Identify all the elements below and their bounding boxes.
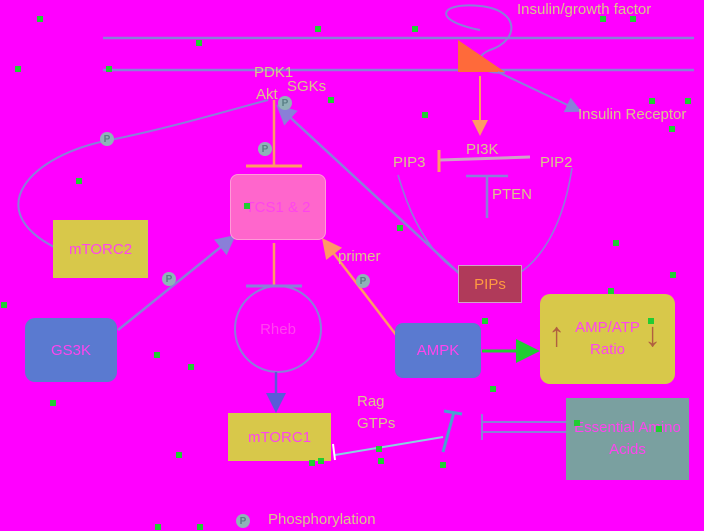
- rheb-circle: [234, 285, 322, 373]
- mtorc1-receiving-bar: [332, 443, 336, 461]
- primer-label: primer: [338, 248, 381, 265]
- green-dot: [176, 452, 182, 458]
- green-dot: [188, 364, 194, 370]
- green-dot: [608, 288, 614, 294]
- akt-label: Akt: [256, 86, 278, 103]
- pten-label: PTEN: [492, 186, 533, 203]
- green-dot: [1, 302, 7, 308]
- sgks-label: SGKs: [287, 78, 327, 95]
- green-dot: [50, 400, 56, 406]
- pip3-label: PIP3: [393, 154, 426, 171]
- ratio-down-arrow-icon: ↓: [644, 316, 661, 354]
- phospho-legend-icon-label: P: [239, 515, 247, 527]
- green-dot: [669, 126, 675, 132]
- green-dot: [574, 420, 580, 426]
- phospho-badge-ampk-label: P: [359, 275, 367, 287]
- green-dot: [106, 66, 112, 72]
- pips-node: PIPs: [458, 265, 522, 303]
- green-dot: [412, 26, 418, 32]
- green-dot: [197, 524, 203, 530]
- green-dot: [482, 318, 488, 324]
- green-dot: [154, 352, 160, 358]
- green-dot: [613, 240, 619, 246]
- amp-atp-ratio-label: AMP/ATP Ratio: [575, 319, 640, 358]
- green-dot: [76, 178, 82, 184]
- green-dot: [155, 524, 161, 530]
- green-dot: [315, 26, 321, 32]
- mtorc1-node: mTORC1: [228, 413, 331, 461]
- essential-amino-acids-label: Essential Amino Acids: [574, 419, 681, 458]
- phospho-badge-akt-label: P: [281, 97, 289, 109]
- phospho-badge-gs3k-label: P: [165, 273, 173, 285]
- green-dot: [648, 318, 654, 324]
- green-dot: [196, 40, 202, 46]
- green-dot: [397, 225, 403, 231]
- green-dot: [378, 458, 384, 464]
- ampk-to-tsc-arrow: [321, 238, 401, 341]
- rag-gtps-stem: [441, 411, 456, 453]
- mtorc1-node-label: mTORC1: [247, 428, 312, 446]
- green-dot: [649, 98, 655, 104]
- green-dot: [376, 446, 382, 452]
- rag-gtps-to-mtorc1-line: [334, 436, 444, 456]
- gs3k-node: GS3K: [25, 318, 117, 382]
- green-dot: [15, 66, 21, 72]
- phospho-badge-tsc-top: P: [258, 142, 272, 156]
- green-dot: [309, 460, 315, 466]
- green-dot: [328, 97, 334, 103]
- phospho-badge-akt: P: [278, 96, 292, 110]
- receptor-label-arrow: [497, 71, 582, 113]
- phospho-badge-mtorc2-loop-label: P: [103, 133, 111, 145]
- gs3k-node-label: GS3K: [50, 341, 92, 359]
- rheb-node-label: Rheb: [260, 320, 296, 338]
- pips-to-akt-arrow: [276, 104, 463, 277]
- phospho-legend-icon: P: [236, 514, 250, 528]
- green-dot: [318, 458, 324, 464]
- phospho-badge-ampk: P: [356, 274, 370, 288]
- ratio-up-arrow-icon: ↑: [548, 316, 565, 354]
- phospho-badge-tsc-top-label: P: [261, 143, 269, 155]
- tsc-node-label: TCS1 & 2: [245, 198, 311, 216]
- amp-atp-ratio-node: ↑ AMP/ATP Ratio ↓: [540, 294, 675, 384]
- phosphorylation-legend-label: Phosphorylation: [268, 511, 376, 528]
- pdk1-label: PDK1: [254, 64, 294, 81]
- green-dot: [685, 98, 691, 104]
- essential-amino-acids-node: Essential Amino Acids: [566, 398, 689, 480]
- green-dot: [490, 386, 496, 392]
- phospho-badge-gs3k: P: [162, 272, 176, 286]
- ampk-node: AMPK: [395, 323, 481, 378]
- pip2-to-pip3-line: [439, 155, 531, 162]
- gs3k-to-tsc-arrow: [117, 234, 236, 331]
- phospho-badge-mtorc2-loop: P: [100, 132, 114, 146]
- green-dot: [37, 16, 43, 22]
- ampk-node-label: AMPK: [416, 342, 460, 359]
- pip2-label: PIP2: [540, 154, 573, 171]
- insulin-receptor-label: Insulin Receptor: [578, 106, 687, 123]
- rag-gtps-top-bar: [443, 409, 463, 416]
- rag-gtps-label: Rag GTPs: [357, 393, 396, 432]
- mtorc2-node: mTORC2: [53, 220, 148, 278]
- green-dot: [244, 203, 250, 209]
- green-dot: [656, 426, 662, 432]
- green-dot: [440, 462, 446, 468]
- insulin-receptor-shape: [458, 40, 505, 72]
- pips-node-label: PIPs: [474, 275, 506, 293]
- green-dot: [630, 16, 636, 22]
- pi3k-label: PI3K: [466, 141, 499, 158]
- green-dot: [600, 16, 606, 22]
- mtorc2-node-label: mTORC2: [68, 240, 133, 258]
- insulin-growth-factor-label: Insulin/growth factor: [517, 1, 652, 18]
- green-dot: [670, 272, 676, 278]
- rheb-node: Rheb: [240, 312, 316, 346]
- green-dot: [422, 112, 428, 118]
